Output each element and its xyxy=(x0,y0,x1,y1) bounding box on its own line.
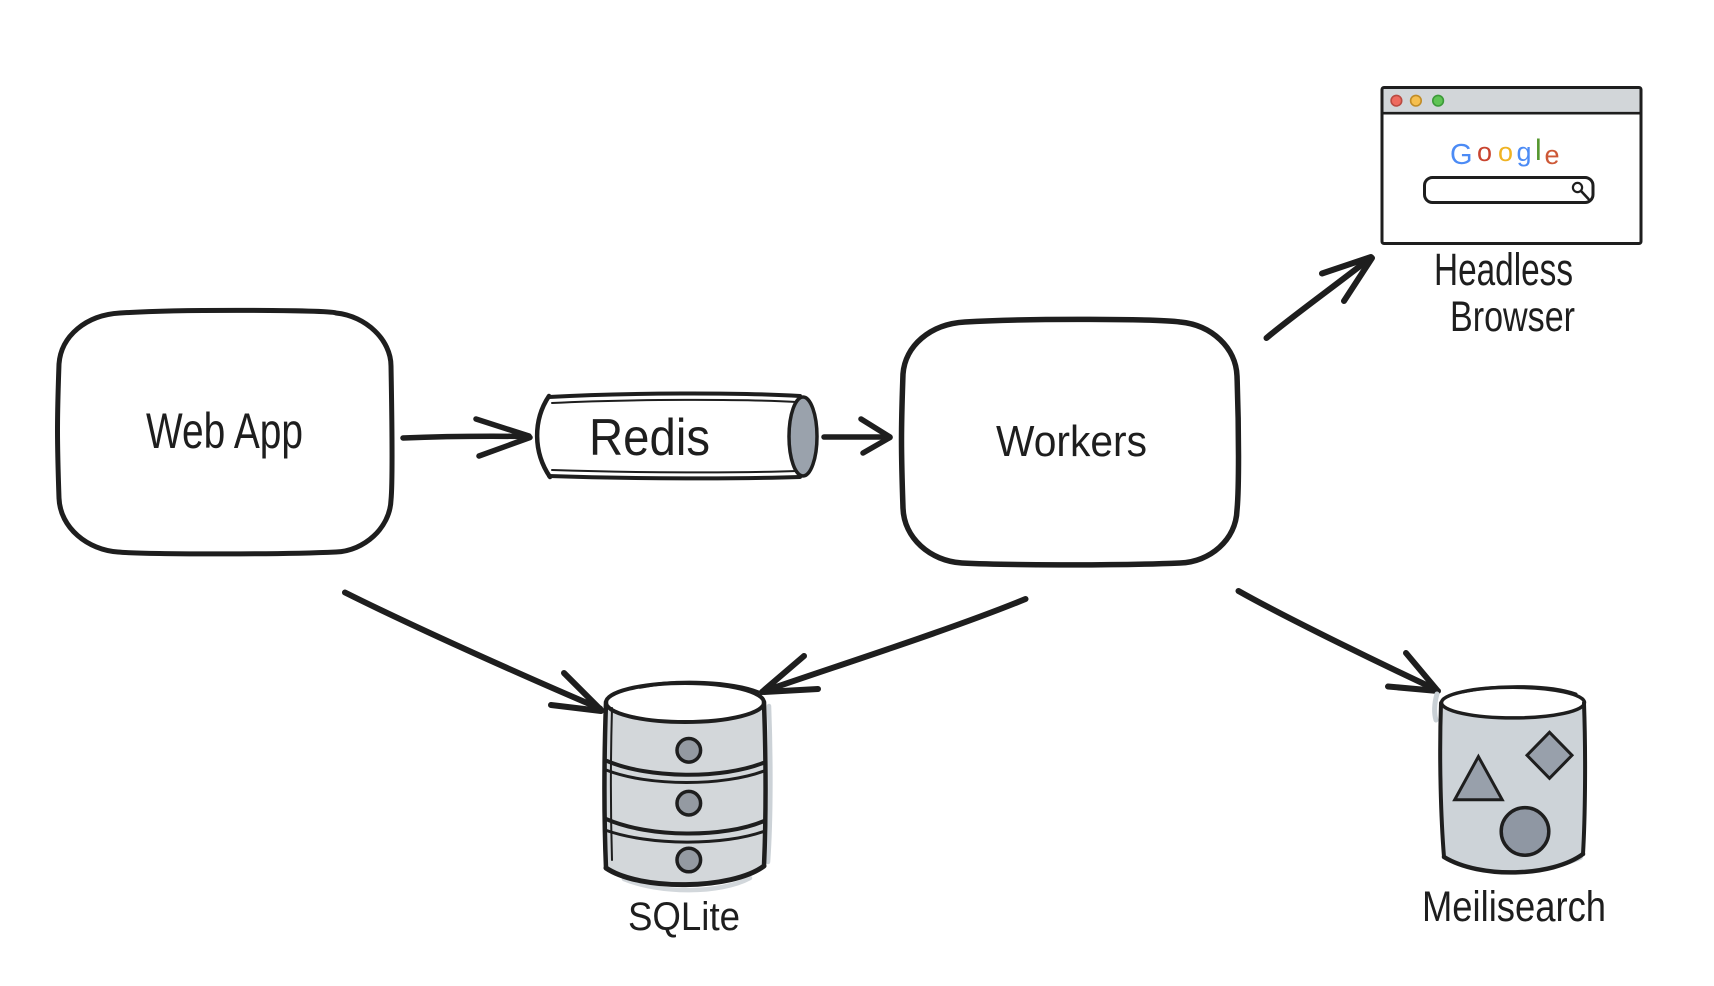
svg-text:g: g xyxy=(1517,137,1532,167)
svg-text:Browser: Browser xyxy=(1450,293,1575,341)
svg-text:e: e xyxy=(1545,140,1560,170)
svg-text:l: l xyxy=(1535,134,1542,167)
svg-text:G: G xyxy=(1450,139,1473,171)
svg-text:Meilisearch: Meilisearch xyxy=(1422,883,1606,931)
svg-text:Workers: Workers xyxy=(996,417,1147,466)
svg-text:o: o xyxy=(1477,137,1492,167)
svg-text:Web App: Web App xyxy=(146,403,303,459)
svg-text:Redis: Redis xyxy=(589,409,710,467)
svg-text:SQLite: SQLite xyxy=(628,895,740,939)
svg-text:o: o xyxy=(1498,137,1513,167)
svg-text:Headless: Headless xyxy=(1434,244,1573,295)
